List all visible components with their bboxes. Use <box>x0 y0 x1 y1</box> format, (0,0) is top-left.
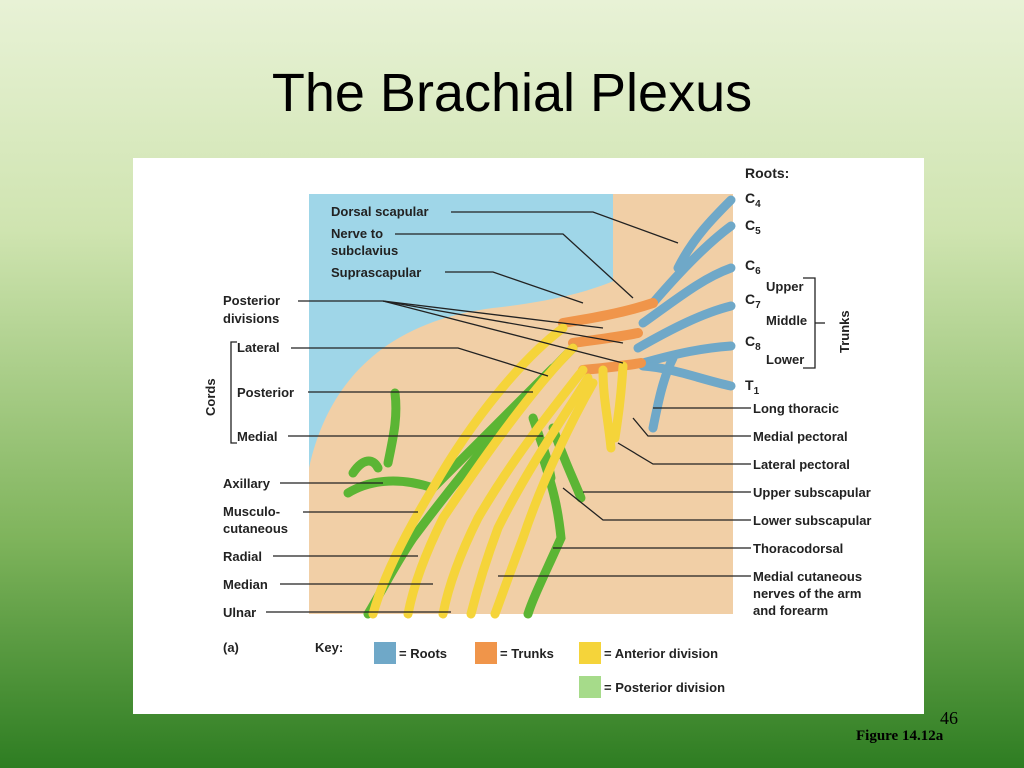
brachial-plexus-diagram: Roots: C4 C5 C6 C7 C8 T1 Upper Middle Lo… <box>203 165 871 698</box>
trunk-lower-label: Lower <box>766 352 804 367</box>
figure-caption: Figure 14.12a <box>856 728 944 744</box>
cords-group-label: Cords <box>203 378 218 416</box>
lateral-pectoral-label: Lateral pectoral <box>753 457 850 472</box>
suprascapular-label: Suprascapular <box>331 265 421 280</box>
key-label-roots: = Roots <box>399 646 447 661</box>
key-title: Key: <box>315 640 343 655</box>
medial-cutaneous-label-line2: nerves of the arm <box>753 586 861 601</box>
cord-medial-label: Medial <box>237 429 277 444</box>
musculocutaneous-label-line1: Musculo- <box>223 504 280 519</box>
trunks-nerves <box>558 298 658 375</box>
panel-letter: (a) <box>223 640 239 655</box>
axillary-label: Axillary <box>223 476 271 491</box>
slide-number: 46 <box>940 708 958 728</box>
thoracodorsal-label: Thoracodorsal <box>753 541 843 556</box>
slide-title: The Brachial Plexus <box>271 63 753 123</box>
lower-subscapular-label: Lower subscapular <box>753 513 871 528</box>
root-label-c7: C7 <box>745 291 761 311</box>
ulnar-label: Ulnar <box>223 605 256 620</box>
roots-header: Roots: <box>745 165 789 181</box>
posterior-divisions-label-line1: Posterior <box>223 293 280 308</box>
key-legend: = Roots = Trunks = Anterior division = P… <box>374 642 725 698</box>
nerve-to-subclavius-label-line1: Nerve to <box>331 226 383 241</box>
key-swatch-anterior <box>579 642 601 664</box>
key-swatch-posterior <box>579 676 601 698</box>
medial-pectoral-label: Medial pectoral <box>753 429 848 444</box>
root-labels: C4 C5 C6 C7 C8 T1 <box>745 190 761 397</box>
root-label-c6: C6 <box>745 257 761 277</box>
cord-lateral-label: Lateral <box>237 340 280 355</box>
root-label-t1: T1 <box>745 377 760 397</box>
medial-cutaneous-label-line3: and forearm <box>753 603 828 618</box>
radial-label: Radial <box>223 549 262 564</box>
trunk-upper-label: Upper <box>766 279 804 294</box>
left-leader-lines <box>266 211 679 613</box>
trunks-group-label: Trunks <box>837 310 852 353</box>
key-label-posterior: = Posterior division <box>604 680 725 695</box>
musculocutaneous-label-line2: cutaneous <box>223 521 288 536</box>
key-swatch-roots <box>374 642 396 664</box>
trunk-middle-label: Middle <box>766 313 807 328</box>
nerve-to-subclavius-label-line2: subclavius <box>331 243 398 258</box>
posterior-divisions-label-line2: divisions <box>223 311 279 326</box>
long-thoracic-label: Long thoracic <box>753 401 839 416</box>
brachial-plexus-figure: Roots: C4 C5 C6 C7 C8 T1 Upper Middle Lo… <box>133 158 924 714</box>
cord-posterior-label: Posterior <box>237 385 294 400</box>
dorsal-scapular-label: Dorsal scapular <box>331 204 429 219</box>
root-label-c4: C4 <box>745 190 761 210</box>
median-label: Median <box>223 577 268 592</box>
medial-cutaneous-label-line1: Medial cutaneous <box>753 569 862 584</box>
right-leader-lines <box>230 277 825 577</box>
root-label-c8: C8 <box>745 333 761 353</box>
upper-subscapular-label: Upper subscapular <box>753 485 871 500</box>
key-swatch-trunks <box>475 642 497 664</box>
roots-nerves <box>633 195 736 433</box>
key-label-anterior: = Anterior division <box>604 646 718 661</box>
root-label-c5: C5 <box>745 217 761 237</box>
key-label-trunks: = Trunks <box>500 646 554 661</box>
